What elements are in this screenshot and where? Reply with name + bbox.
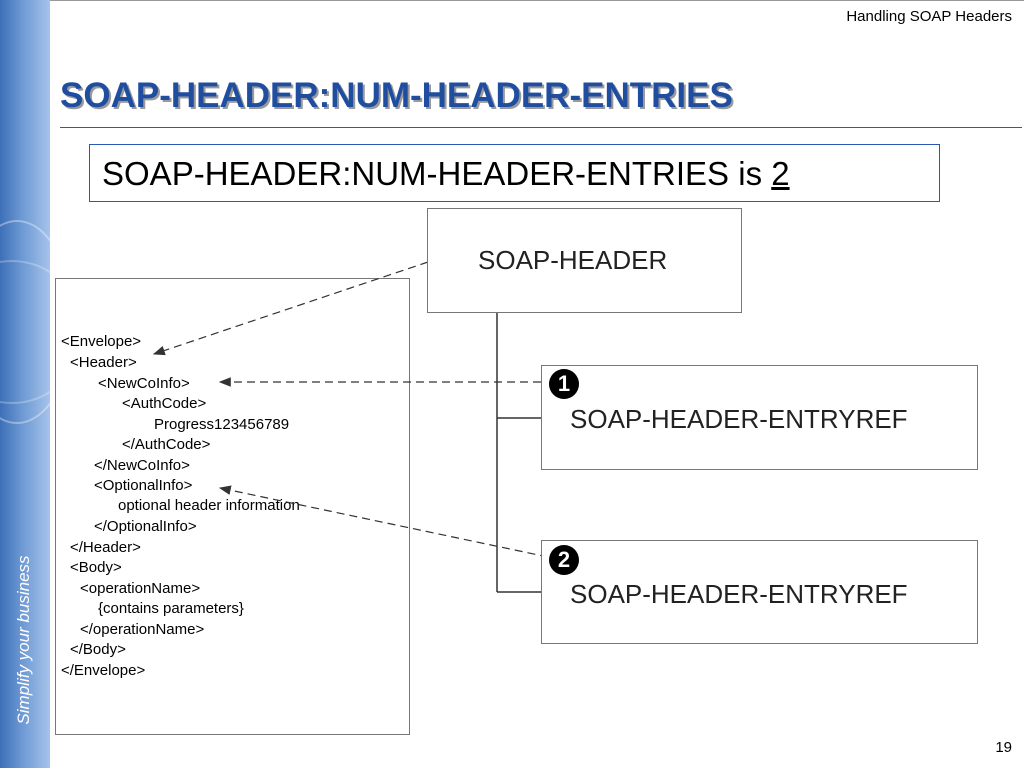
entryref-label-2: SOAP-HEADER-ENTRYREF: [570, 579, 908, 609]
soap-header-box: SOAP-HEADER: [427, 208, 742, 313]
code-line: {contains parameters}: [98, 600, 244, 617]
code-line: </operationName>: [80, 621, 205, 638]
xml-code-box: <Envelope> <Header> <NewCoInfo> <AuthCod…: [55, 278, 410, 735]
code-line: <NewCoInfo>: [98, 375, 190, 392]
code-line: <Header>: [70, 354, 137, 371]
code-line: <OptionalInfo>: [94, 477, 193, 494]
code-line: </NewCoInfo>: [94, 457, 190, 474]
page-number: 19: [995, 739, 1012, 756]
code-line: </Envelope>: [61, 662, 146, 679]
arrow-header-to-envelope: [152, 261, 429, 356]
entryref-box-1: SOAP-HEADER-ENTRYREF: [541, 365, 978, 470]
code-line: </Header>: [70, 539, 141, 556]
number-badge-1: 1: [549, 369, 579, 399]
code-line: </AuthCode>: [122, 436, 211, 453]
number-badge-2: 2: [549, 545, 579, 575]
code-line: <Envelope>: [61, 333, 142, 350]
callout-value: 2: [771, 155, 790, 192]
entryref-box-2: SOAP-HEADER-ENTRYREF: [541, 540, 978, 644]
code-line: <operationName>: [80, 580, 201, 597]
top-rule: [50, 0, 1024, 1]
code-line: </Body>: [70, 641, 126, 658]
code-line: <Body>: [70, 559, 122, 576]
callout-box: SOAP-HEADER:NUM-HEADER-ENTRIES is 2: [89, 144, 940, 202]
soap-header-label: SOAP-HEADER: [478, 245, 668, 275]
entryref-label-1: SOAP-HEADER-ENTRYREF: [570, 404, 908, 434]
header-label: Handling SOAP Headers: [846, 8, 1012, 25]
code-line: Progress123456789: [154, 416, 290, 433]
arrow-entry2-to-optionalinfo: [218, 485, 549, 558]
code-line: <AuthCode>: [122, 395, 207, 412]
callout-text: SOAP-HEADER:NUM-HEADER-ENTRIES is: [102, 155, 772, 192]
code-line: optional header information: [118, 497, 300, 514]
slide-title: SOAP-HEADER:NUM-HEADER-ENTRIES: [60, 76, 733, 115]
side-band: [0, 0, 50, 768]
code-line: </OptionalInfo>: [94, 518, 197, 535]
title-divider: [60, 127, 1022, 128]
